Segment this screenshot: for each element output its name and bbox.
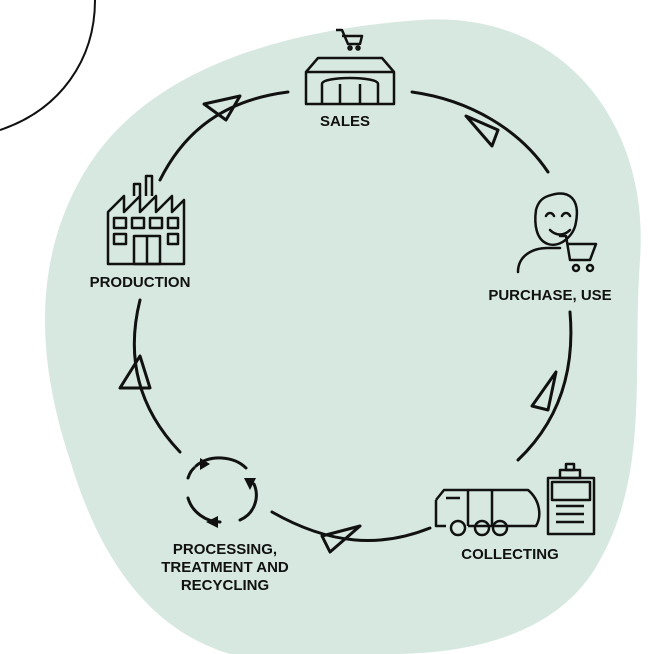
- arrowhead-sales-purchase: [464, 114, 500, 148]
- factory-icon: [106, 174, 186, 266]
- arc-sales-purchase: [410, 90, 550, 174]
- node-label-processing-line-2: TREATMENT AND: [161, 559, 289, 576]
- node-label-purchase-use: PURCHASE, USE: [488, 287, 612, 304]
- garbage-truck-icon: [434, 488, 541, 537]
- arrowhead-collecting-processing: [320, 524, 362, 554]
- store-cart-icon: [304, 28, 396, 106]
- cycle-arrows: [132, 90, 573, 542]
- decorative-arc: [0, 0, 96, 131]
- recycle-loop-arrowheads: [200, 458, 256, 528]
- garbage-bin-icon: [546, 462, 596, 536]
- node-label-sales: SALES: [319, 113, 370, 130]
- node-label-processing-line-1: PROCESSING,: [172, 541, 278, 558]
- arc-production-sales: [158, 90, 290, 182]
- arc-processing-production: [132, 298, 182, 454]
- node-label-collecting: COLLECTING: [461, 546, 559, 563]
- node-label-processing-line-3: RECYCLING: [180, 577, 270, 594]
- arrowhead-purchase-collecting: [530, 370, 558, 412]
- node-label-production: PRODUCTION: [89, 274, 191, 291]
- arc-purchase-collecting: [516, 310, 573, 462]
- person-cart-icon: [516, 192, 598, 274]
- arrowheads: [118, 94, 558, 554]
- arrowhead-processing-production: [118, 354, 152, 390]
- arrowhead-production-sales: [202, 94, 242, 122]
- node-label-processing: PROCESSING, TREATMENT AND RECYCLING: [140, 541, 310, 595]
- arc-collecting-processing: [270, 510, 432, 542]
